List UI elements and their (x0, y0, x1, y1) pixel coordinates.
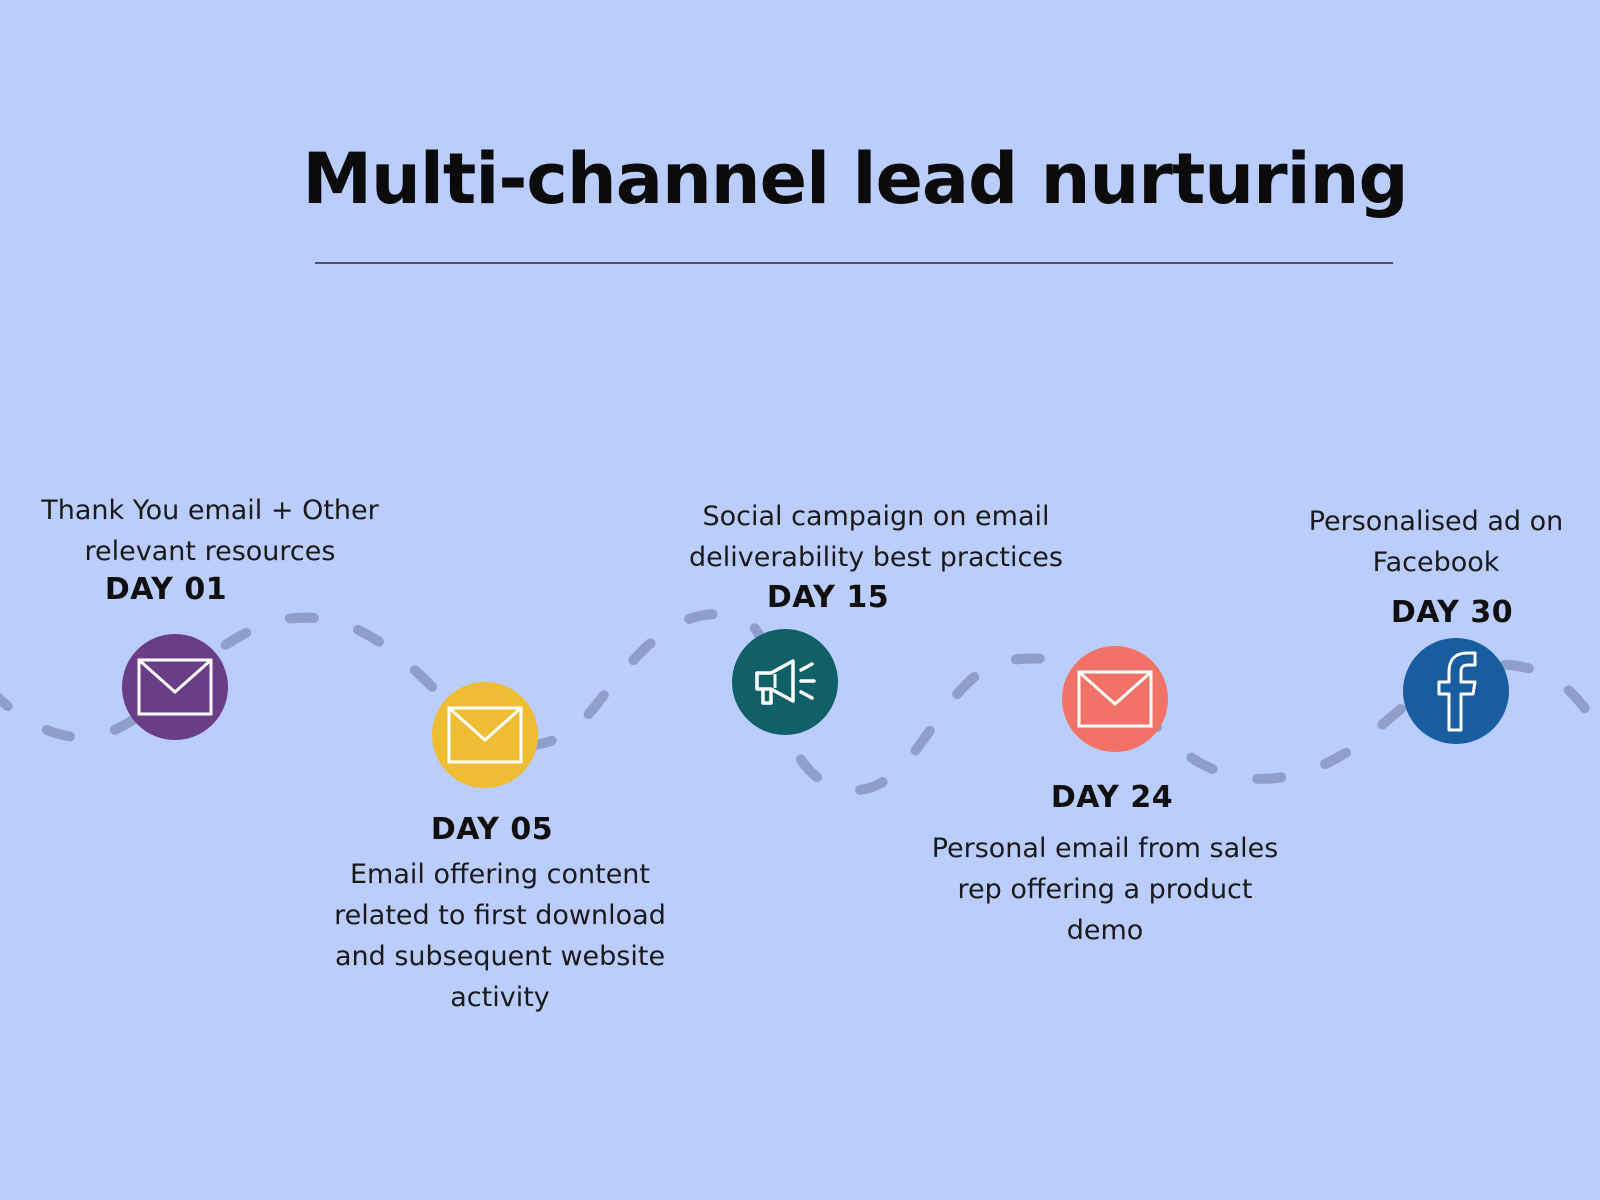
envelope-icon (1077, 670, 1153, 728)
step-description-day-24: Personal email from sales rep offering a… (931, 833, 1279, 946)
step-description-day-05: Email offering content related to first … (334, 859, 666, 1013)
day-label-01: DAY 01 (104, 572, 228, 607)
step-node-day-05 (432, 682, 538, 788)
step-description-day-30: Personalised ad on Facebook (1308, 506, 1564, 578)
step-description-day-15: Social campaign on email deliverability … (688, 501, 1063, 573)
step-node-day-30 (1403, 638, 1509, 744)
page-title: Multi-channel lead nurturing (302, 138, 1408, 220)
day-label-15: DAY 15 (766, 580, 890, 615)
step-node-day-01 (122, 634, 228, 740)
step-node-day-15 (732, 629, 838, 735)
facebook-icon (1437, 651, 1477, 732)
day-label-30: DAY 30 (1390, 595, 1514, 630)
day-label-05: DAY 05 (430, 812, 554, 847)
step-node-day-24 (1062, 646, 1168, 752)
day-label-24: DAY 24 (1050, 780, 1174, 815)
megaphone-icon (755, 659, 816, 705)
envelope-icon (137, 658, 213, 716)
envelope-icon (447, 706, 523, 764)
step-description-day-01: Thank You email + Other relevant resourc… (41, 495, 379, 567)
title-divider (315, 262, 1393, 264)
